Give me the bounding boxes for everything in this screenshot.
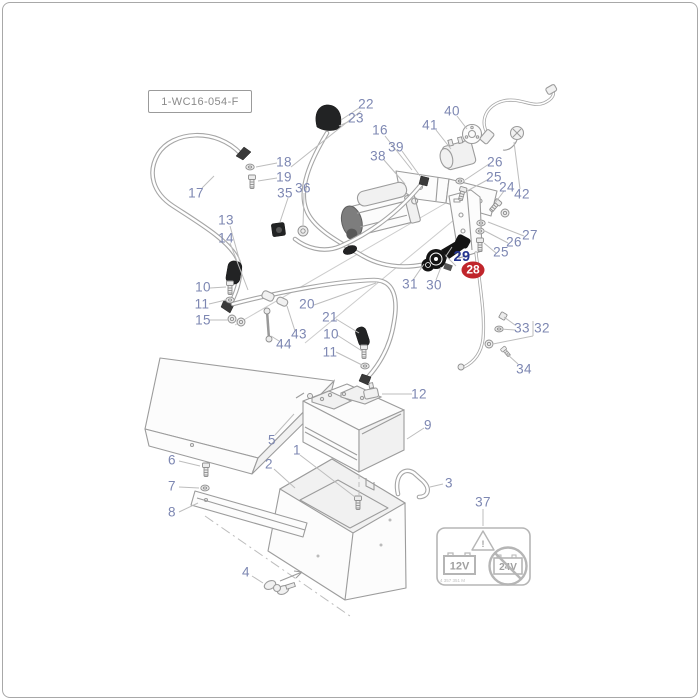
callout-22[interactable]: 22 (358, 96, 374, 112)
starter-lead-cable (292, 175, 430, 252)
callout-1[interactable]: 1 (293, 442, 301, 458)
terminal-cap-23 (315, 104, 342, 131)
callout-42[interactable]: 42 (514, 186, 530, 202)
control-rod (457, 251, 486, 371)
decal-12v-text: 12V (450, 561, 470, 573)
leader-lines (178, 107, 534, 584)
callout-25[interactable]: 25 (493, 244, 509, 260)
callout-17[interactable]: 17 (188, 185, 204, 201)
callout-6[interactable]: 6 (168, 452, 176, 468)
callout-27[interactable]: 27 (522, 227, 538, 243)
small-fasteners (225, 163, 510, 370)
battery-cable-16 (301, 104, 448, 269)
battery-12v-icon: 12V (443, 552, 476, 575)
reference-panel-lines (234, 195, 467, 344)
decal-small-print: 4 357 351 M (440, 578, 465, 583)
callout-10[interactable]: 10 (323, 326, 339, 342)
cap-40 (461, 123, 483, 145)
callout-26[interactable]: 26 (487, 154, 503, 170)
callout-33[interactable]: 33 (514, 320, 530, 336)
callout-11[interactable]: 11 (194, 296, 210, 312)
prohibited-slash (494, 552, 522, 580)
solenoid (439, 123, 483, 171)
warning-triangle-icon (471, 530, 495, 551)
callout-7[interactable]: 7 (168, 478, 176, 494)
callout-10[interactable]: 10 (195, 279, 211, 295)
callout-36[interactable]: 36 (295, 180, 311, 196)
grommet-and-washer (271, 222, 309, 237)
callout-43[interactable]: 43 (291, 326, 307, 342)
callout-5[interactable]: 5 (268, 432, 276, 448)
callout-13[interactable]: 13 (218, 212, 234, 228)
callout-23[interactable]: 23 (348, 110, 364, 126)
callout-40[interactable]: 40 (444, 103, 460, 119)
callout-31[interactable]: 31 (402, 276, 418, 292)
callout-38[interactable]: 38 (370, 148, 386, 164)
callout-4[interactable]: 4 (242, 564, 250, 580)
terminal-clamp-12 (363, 382, 380, 400)
direction-arrow (279, 570, 303, 582)
warning-decal: ! 12V 24V 4 357 351 M (436, 527, 531, 586)
callout-14[interactable]: 14 (218, 230, 234, 246)
callout-15[interactable]: 15 (195, 312, 211, 328)
callout-39[interactable]: 39 (388, 139, 404, 155)
retainer-strip-and-fasteners (190, 462, 351, 617)
callout-9[interactable]: 9 (424, 417, 432, 433)
drawing-code: 1-WC16-054-F (161, 95, 239, 108)
callout-21[interactable]: 21 (322, 309, 338, 325)
callout-41[interactable]: 41 (422, 117, 438, 133)
callout-32[interactable]: 32 (534, 320, 550, 336)
callout-34[interactable]: 34 (516, 361, 532, 377)
callout-44[interactable]: 44 (276, 336, 292, 352)
wiring-harness (479, 84, 558, 151)
assembly-centerline (204, 515, 351, 617)
positive-cable-20 (230, 277, 398, 386)
callout-20[interactable]: 20 (299, 296, 315, 312)
warning-exclamation: ! (482, 539, 485, 549)
callout-11[interactable]: 11 (322, 344, 338, 360)
battery-box (267, 458, 407, 601)
battery (302, 382, 405, 473)
callout-24[interactable]: 24 (499, 179, 515, 195)
callout-30[interactable]: 30 (426, 277, 442, 293)
callout-29[interactable]: 29 (453, 249, 471, 265)
callout-25[interactable]: 25 (486, 169, 502, 185)
callout-19[interactable]: 19 (276, 169, 292, 185)
callout-18[interactable]: 18 (276, 154, 292, 170)
callout-2[interactable]: 2 (265, 456, 273, 472)
callout-3[interactable]: 3 (445, 475, 453, 491)
callout-12[interactable]: 12 (411, 386, 427, 402)
callout-16[interactable]: 16 (372, 122, 388, 138)
callout-28[interactable]: 28 (461, 261, 485, 279)
no-24v-icon: 24V (488, 546, 528, 586)
callout-8[interactable]: 8 (168, 504, 176, 520)
battery-cable-17 (150, 132, 252, 314)
callout-35[interactable]: 35 (277, 185, 293, 201)
callout-37[interactable]: 37 (475, 494, 491, 510)
wing-nut-4 (263, 580, 296, 595)
callout-26[interactable]: 26 (506, 234, 522, 250)
drawing-code-box: 1-WC16-054-F (148, 90, 252, 113)
holddown-bracket (394, 468, 430, 500)
